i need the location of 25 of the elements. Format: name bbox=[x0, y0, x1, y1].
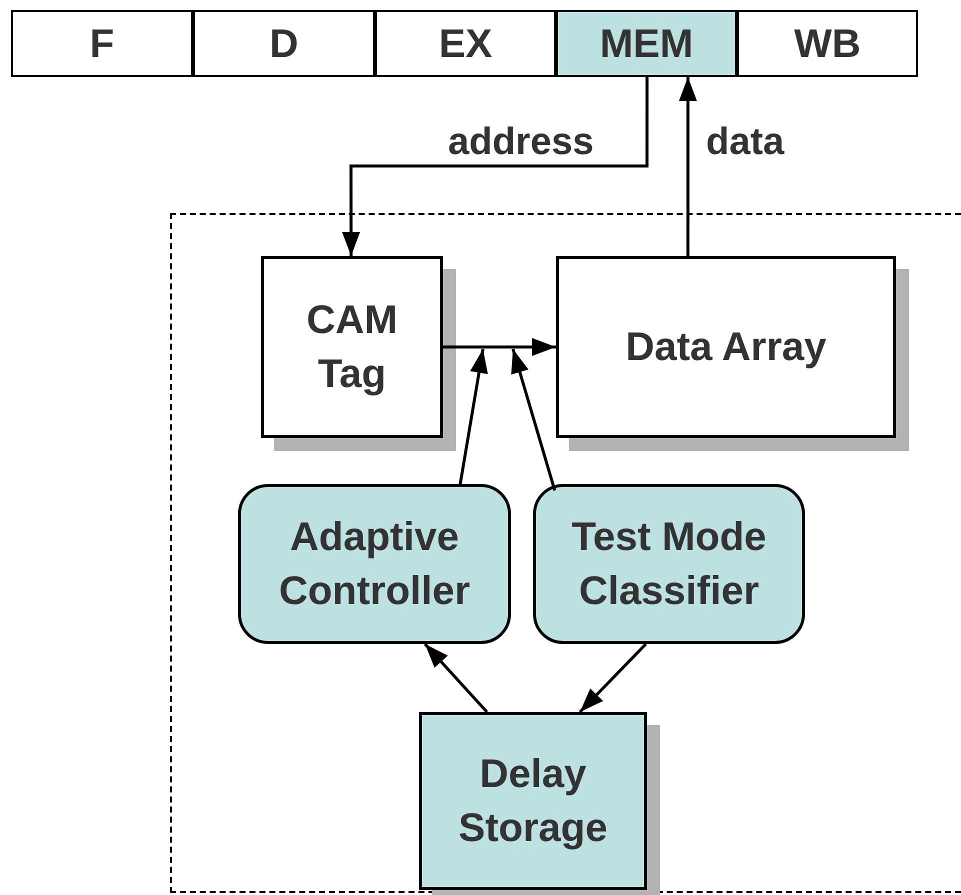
block-label: WB bbox=[793, 20, 862, 68]
block-label: MEM bbox=[598, 20, 694, 68]
arrow bbox=[578, 642, 647, 714]
arrow bbox=[342, 77, 649, 256]
block-label: Delay Storage bbox=[458, 751, 608, 852]
pipeline-stage-box bbox=[556, 10, 737, 77]
block-label: Data Array bbox=[624, 324, 828, 371]
block-label: CAM Tag bbox=[305, 297, 399, 398]
arrow bbox=[458, 348, 488, 486]
dashed-boundary-box bbox=[170, 213, 961, 893]
rounded-box bbox=[238, 484, 511, 644]
rounded-box bbox=[533, 484, 805, 644]
block-label: F bbox=[88, 20, 116, 68]
pipeline-stage-box bbox=[737, 10, 918, 77]
pipeline-stage-box bbox=[193, 10, 375, 77]
block-label: EX bbox=[438, 20, 494, 68]
block-label: Adaptive Controller bbox=[278, 514, 472, 615]
pipeline-stage-box bbox=[11, 10, 193, 77]
arrow bbox=[511, 348, 556, 491]
block-label: D bbox=[268, 20, 300, 68]
arrow bbox=[678, 77, 697, 256]
block-label: Test Mode Classifier bbox=[570, 514, 768, 615]
arrow bbox=[443, 338, 556, 356]
arrow bbox=[424, 642, 488, 714]
pipeline-stage-box bbox=[375, 10, 556, 77]
